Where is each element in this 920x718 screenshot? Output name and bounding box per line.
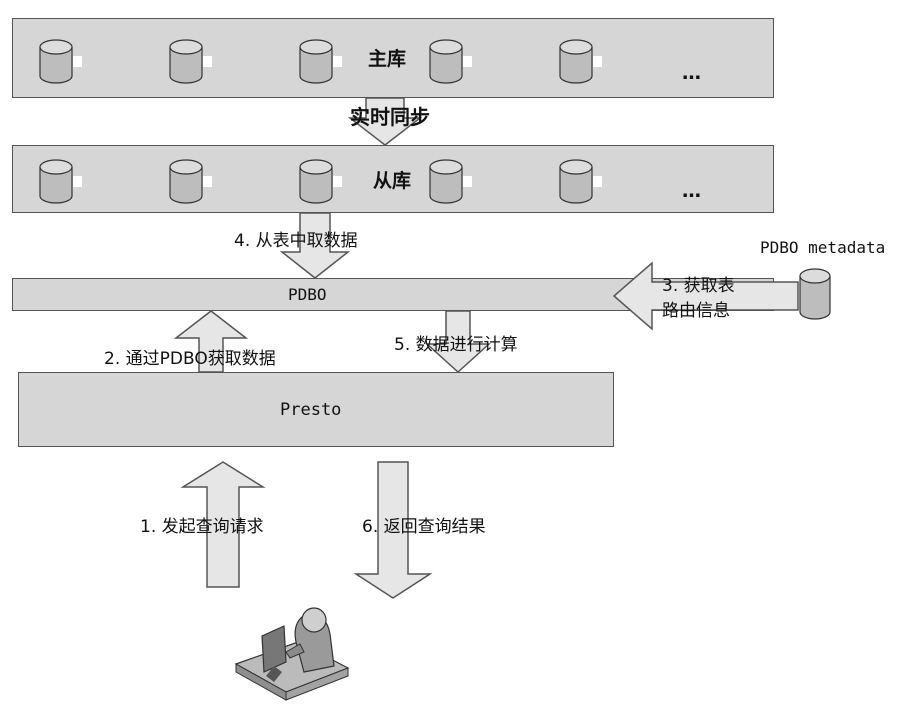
master-db-3-icon (299, 39, 343, 84)
slave-ellipsis: … (682, 180, 701, 202)
master-db-2-icon (169, 39, 213, 84)
metadata-db-icon (799, 268, 831, 320)
master-ellipsis: … (682, 62, 701, 84)
step5-label: 5. 数据进行计算 (394, 335, 518, 355)
step1-arrow (180, 461, 266, 588)
pdbo-label: PDBO (288, 285, 327, 304)
master-db-label: 主库 (368, 48, 407, 70)
step2-label: 2. 通过PDBO获取数据 (104, 349, 276, 369)
step5-arrow (425, 310, 491, 374)
step4-arrow (279, 212, 351, 279)
master-db-box (12, 18, 774, 98)
master-db-1-icon (39, 39, 83, 84)
user-at-computer-icon (234, 607, 350, 701)
slave-db-2-icon (169, 159, 213, 204)
slave-db-label: 从库 (373, 170, 412, 192)
step6-arrow (353, 461, 433, 599)
presto-box (18, 372, 614, 447)
presto-label: Presto (280, 400, 342, 420)
step6-label: 6. 返回查询结果 (362, 517, 486, 537)
step4-label: 4. 从表中取数据 (234, 231, 358, 251)
slave-db-3-icon (299, 159, 343, 204)
sync-label: 实时同步 (350, 105, 430, 129)
step1-label: 1. 发起查询请求 (140, 517, 264, 537)
slave-db-5-icon (559, 159, 603, 204)
slave-db-1-icon (39, 159, 83, 204)
step3-label-line2: 路由信息 (662, 301, 730, 321)
step2-arrow (173, 310, 249, 373)
master-db-4-icon (429, 39, 473, 84)
slave-db-4-icon (429, 159, 473, 204)
step3-label-line1: 3. 获取表 (662, 276, 735, 296)
sync-arrow (347, 97, 423, 146)
master-db-5-icon (559, 39, 603, 84)
metadata-label: PDBO metadata (760, 238, 886, 257)
slave-db-box (12, 145, 774, 213)
step3-arrow (612, 261, 799, 331)
